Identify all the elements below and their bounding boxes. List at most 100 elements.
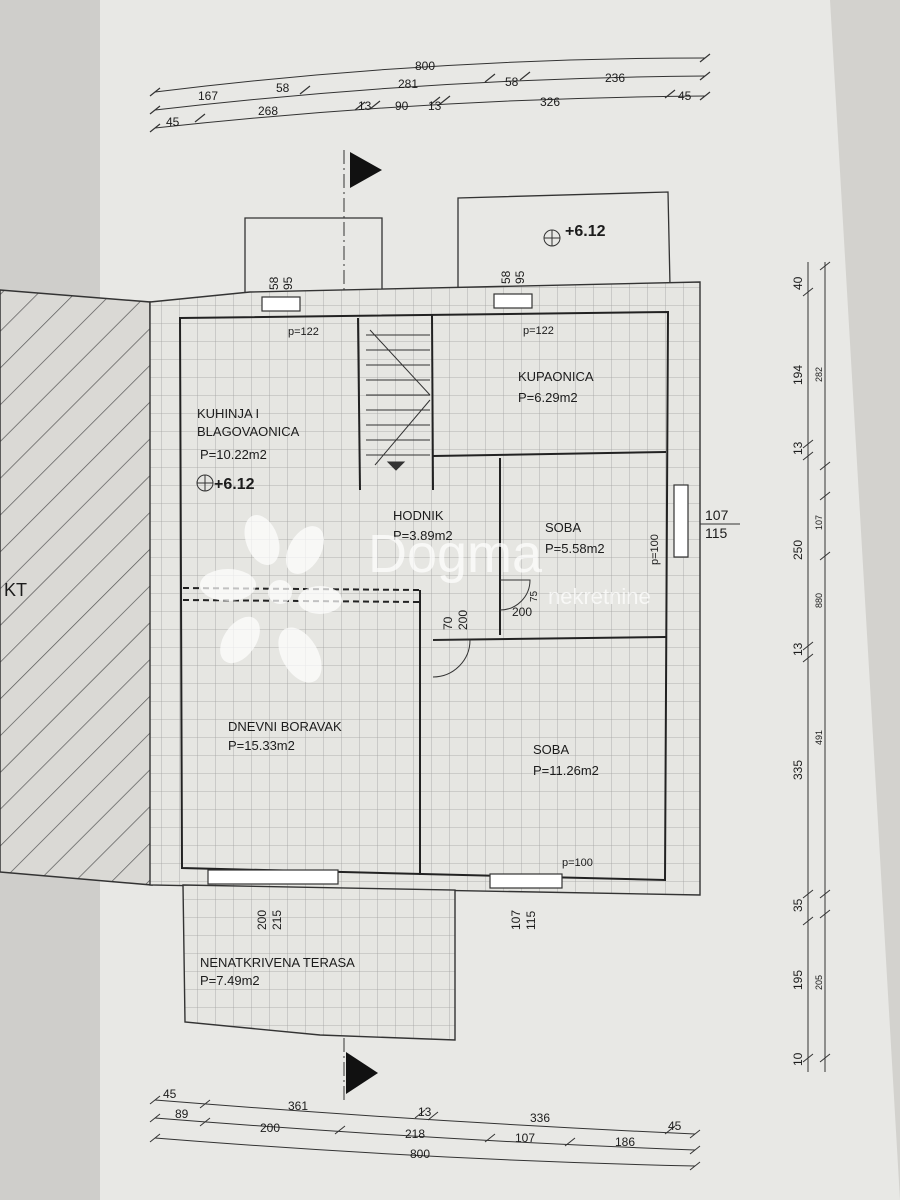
- room-bedroom-name: SOBA: [533, 742, 569, 757]
- dim-right-13a: 13: [791, 441, 805, 455]
- watermark: Dogma nekretnine: [200, 514, 651, 683]
- room-hall-name: HODNIK: [393, 508, 444, 523]
- room-bedroom-area: P=11.26m2: [533, 763, 599, 778]
- parapet-small-room: p=100: [649, 534, 661, 565]
- dim-bot-45a: 45: [163, 1087, 177, 1101]
- dim-bot-336: 336: [530, 1111, 550, 1125]
- room-small-name: SOBA: [545, 520, 581, 535]
- dim-bot-361: 361: [288, 1099, 308, 1113]
- level-balcony: +6.12: [565, 223, 606, 240]
- dim-top-58b: 58: [505, 75, 519, 89]
- room-bathroom-name: KUPAONICA: [518, 369, 594, 384]
- doors: [432, 579, 531, 678]
- dim-right-250: 250: [791, 540, 805, 560]
- room-living-name: DNEVNI BORAVAK: [228, 719, 342, 734]
- dim-bot-186: 186: [615, 1135, 635, 1149]
- dim-top-58a: 58: [276, 81, 290, 95]
- parapet-labels: p=122 p=122 p=100 p=100: [288, 325, 661, 869]
- w1-height: 95: [281, 276, 295, 290]
- room-bathroom-area: P=6.29m2: [518, 390, 578, 405]
- dim-top-45: 45: [678, 89, 692, 103]
- w3-height: 115: [705, 525, 728, 541]
- balcony-outlines: [244, 191, 671, 292]
- w1-width: 58: [267, 276, 281, 290]
- dim-top-326: 326: [540, 95, 560, 109]
- room-kitchen-area: P=10.22m2: [200, 447, 267, 462]
- dimensions-right: [802, 261, 831, 1072]
- door2-height: 200: [512, 605, 532, 619]
- window-kitchen: [261, 296, 301, 312]
- w5-width: 107: [509, 910, 523, 930]
- room-terrace-area: P=7.49m2: [200, 973, 260, 988]
- watermark-sub: nekretnine: [548, 584, 651, 609]
- room-terrace-name: NENATKRIVENA TERASA: [200, 955, 355, 970]
- dim-bot-13: 13: [418, 1105, 432, 1119]
- neighbour-hatch: KT: [0, 289, 153, 886]
- dim-top-167: 167: [198, 89, 218, 103]
- dim-bot-107: 107: [515, 1131, 535, 1145]
- dim-bot-45b: 45: [668, 1119, 682, 1133]
- dim-right-40: 40: [791, 276, 805, 290]
- dim-bot-89: 89: [175, 1107, 189, 1121]
- door-height: 200: [456, 610, 470, 630]
- window-bathroom: [493, 293, 533, 309]
- dim-right-880: 880: [814, 593, 824, 608]
- dimensions-bottom: [149, 1095, 701, 1171]
- dim-top-13b: 13: [428, 99, 442, 113]
- dim-right-282: 282: [814, 367, 824, 382]
- dim-right-205: 205: [814, 975, 824, 990]
- edge-label: KT: [4, 580, 27, 600]
- dim-right-195: 195: [791, 970, 805, 990]
- dim-top-236: 236: [605, 71, 625, 85]
- window-living: [207, 869, 339, 885]
- dimensions-right-text: 40 194 13 250 13 335 35 195 10 282 107 8…: [791, 276, 824, 1066]
- dim-bot-200: 200: [260, 1121, 280, 1135]
- room-hall-area: P=3.89m2: [393, 528, 453, 543]
- dim-right-491: 491: [814, 730, 824, 745]
- w3-width: 107: [705, 507, 729, 523]
- window-small-room: [673, 484, 689, 558]
- door-width: 70: [441, 616, 455, 630]
- dim-top-90: 90: [395, 99, 409, 113]
- dimensions-top-text: 800 167 58 281 58 236 268 13 90 13 326 4…: [166, 59, 692, 129]
- opening-labels: 58 95 58 95 107 115 200 215 107 115 70 2…: [255, 270, 740, 930]
- level-markers: +6.12 +6.12: [196, 223, 606, 493]
- dim-top-13a: 13: [358, 99, 372, 113]
- floor-area: [149, 281, 701, 1041]
- staircase: [366, 329, 431, 471]
- walls: [178, 310, 670, 882]
- w2-height: 95: [513, 270, 527, 284]
- room-kitchen-name2: BLAGOVAONICA: [197, 424, 300, 439]
- room-living-area: P=15.33m2: [228, 738, 295, 753]
- parapet-kitchen: p=122: [288, 326, 319, 338]
- room-small-area: P=5.58m2: [545, 541, 605, 556]
- dimensions-top-ticks: [149, 53, 711, 133]
- room-kitchen-name1: KUHINJA I: [197, 406, 259, 421]
- w2-width: 58: [499, 270, 513, 284]
- dim-right-107: 107: [814, 515, 824, 530]
- dim-right-335: 335: [791, 760, 805, 780]
- dim-top-281: 281: [398, 77, 418, 91]
- dim-right-13b: 13: [791, 642, 805, 656]
- level-kitchen: +6.12: [214, 476, 255, 493]
- watermark-brand: Dogma: [368, 524, 543, 584]
- dim-top-800: 800: [415, 59, 435, 73]
- room-labels: KUHINJA I BLAGOVAONICA P=10.22m2 KUPAONI…: [197, 369, 605, 988]
- w4-width: 200: [255, 910, 269, 930]
- watermark-logo-icon: [200, 514, 342, 683]
- dimensions-bottom-text: 45 361 13 336 45 89 200 218 107 186 800: [163, 1087, 682, 1161]
- dim-bot-800: 800: [410, 1147, 430, 1161]
- w4-height: 215: [270, 910, 284, 930]
- dim-bot-218: 218: [405, 1127, 425, 1141]
- dim-right-194: 194: [791, 365, 805, 385]
- window-room: [489, 873, 563, 889]
- windows: [207, 293, 689, 889]
- parapet-bathroom: p=122: [523, 325, 554, 337]
- door2-width: 75: [529, 590, 540, 602]
- dim-top-45-left: 45: [166, 115, 180, 129]
- parapet-room: p=100: [562, 857, 593, 869]
- w5-height: 115: [524, 911, 538, 930]
- dim-right-10: 10: [791, 1052, 805, 1066]
- dim-top-268: 268: [258, 104, 278, 118]
